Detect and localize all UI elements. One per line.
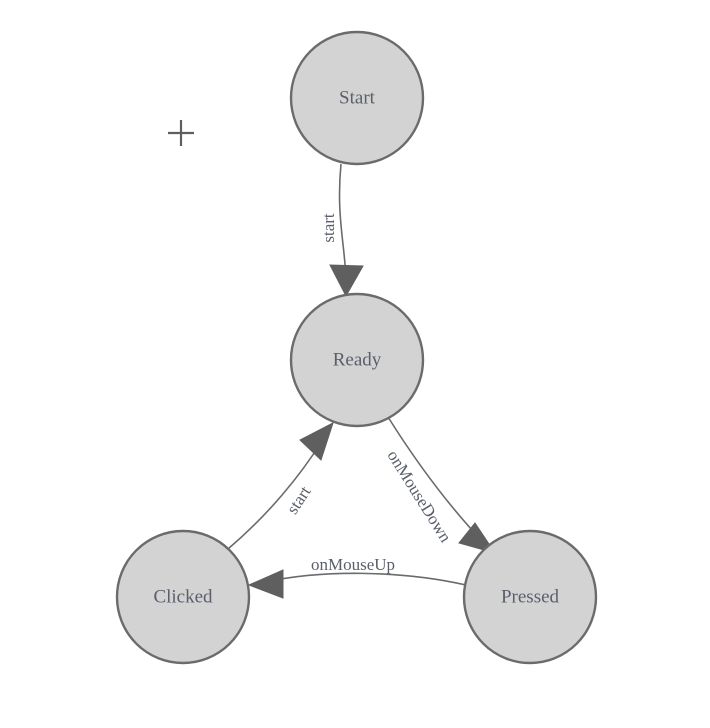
node-ready[interactable]: Ready xyxy=(289,292,425,428)
arrowhead-into-clicked xyxy=(247,569,284,599)
edge-label-start-top: start xyxy=(319,213,338,243)
arrowhead-into-ready-bottom xyxy=(299,421,334,461)
edge-start-to-ready[interactable]: start xyxy=(319,163,364,298)
edge-label-onmouseup: onMouseUp xyxy=(311,555,395,574)
edge-ready-to-pressed[interactable]: onMouseDown xyxy=(384,416,497,554)
node-pressed-circle[interactable] xyxy=(462,529,598,665)
edge-clicked-to-ready[interactable]: start xyxy=(227,421,334,550)
node-start-circle[interactable] xyxy=(289,30,425,166)
edge-pressed-to-clicked-line xyxy=(265,572,467,586)
node-pressed[interactable]: Pressed xyxy=(462,529,598,665)
edge-pressed-to-clicked[interactable]: onMouseUp xyxy=(247,555,467,599)
node-ready-circle[interactable] xyxy=(289,292,425,428)
crosshair-icon[interactable] xyxy=(168,120,194,146)
arrowhead-into-pressed xyxy=(458,522,497,554)
node-start[interactable]: Start xyxy=(289,30,425,166)
node-clicked-circle[interactable] xyxy=(115,529,251,665)
node-clicked[interactable]: Clicked xyxy=(115,529,251,665)
arrowhead-into-ready-top xyxy=(329,264,364,298)
